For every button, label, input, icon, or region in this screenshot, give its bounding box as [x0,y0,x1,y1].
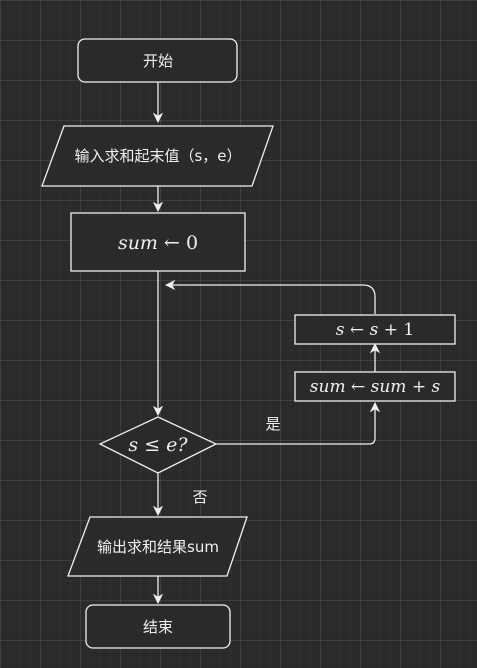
edge-condition-yes-to-accumulate [216,401,381,445]
increment-formula: s ← s + 1 [336,320,414,340]
output-node[interactable]: 输出求和结果sum [67,516,248,577]
condition-formula: s ≤ e? [128,434,188,456]
input-label: 输入求和起末值（s，e） [74,147,241,165]
accumulate-node[interactable]: sum ← sum + s [294,371,456,402]
yes-label: 是 [265,415,280,433]
init-node[interactable]: sum ← 0 [70,212,246,272]
edge-increment-loop-back [164,279,376,314]
start-node[interactable]: 开始 [77,38,238,83]
input-node[interactable]: 输入求和起末值（s，e） [41,125,274,187]
init-formula: sum ← 0 [118,232,198,254]
accumulate-formula: sum ← sum + s [310,377,441,397]
condition-node[interactable]: s ≤ e? [98,416,218,474]
end-label: 结束 [143,618,173,636]
output-label: 输出求和结果sum [97,538,219,556]
no-label: 否 [192,488,207,506]
start-label: 开始 [143,52,173,70]
end-node[interactable]: 结束 [85,604,231,649]
increment-node[interactable]: s ← s + 1 [294,314,456,345]
